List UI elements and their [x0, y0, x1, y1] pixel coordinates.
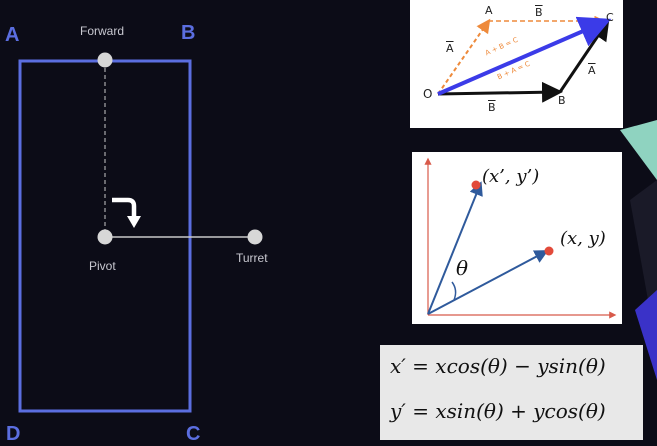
vector-a-left: A [446, 42, 454, 55]
turret-label: Turret [236, 251, 268, 265]
formula-x-prime: x′ = xcos(θ) − ysin(θ) [390, 354, 606, 378]
forward-node [97, 52, 113, 68]
turret-node [247, 229, 263, 245]
angle-arc [451, 281, 457, 301]
point-new-label: (x’, y’) [482, 166, 540, 187]
vector-addition-panel: O A B C A A B B A + B = C B + A = C [410, 0, 623, 128]
turret-diagram [18, 52, 263, 413]
theta-label: θ [456, 256, 469, 280]
corner-label-a: A [5, 24, 20, 46]
point-b: B [558, 94, 566, 107]
vector-b-bottom: B [488, 101, 496, 114]
point-orig-label: (x, y) [560, 228, 606, 249]
pivot-node [97, 229, 113, 245]
point-a: A [485, 4, 493, 17]
point-orig [544, 246, 554, 256]
point-c: C [606, 11, 614, 24]
rotate-arrow-icon [112, 197, 141, 228]
background-decoration [620, 120, 657, 380]
vector-b-top: B [535, 6, 543, 19]
point-o: O [423, 87, 433, 101]
corner-label-d: D [6, 423, 21, 445]
formula-y-prime: y′ = xsin(θ) + ycos(θ) [390, 399, 606, 423]
vector-a-right: A [588, 64, 596, 77]
corner-label-c: C [186, 423, 201, 445]
corner-label-b: B [181, 22, 196, 44]
point-new [471, 180, 481, 190]
forward-label: Forward [80, 24, 125, 38]
rotation-panel: (x’, y’) (x, y) θ [412, 152, 622, 324]
rotation-formula-panel: x′ = xcos(θ) − ysin(θ) y′ = xsin(θ) + yc… [380, 345, 643, 440]
pivot-label: Pivot [89, 259, 116, 273]
